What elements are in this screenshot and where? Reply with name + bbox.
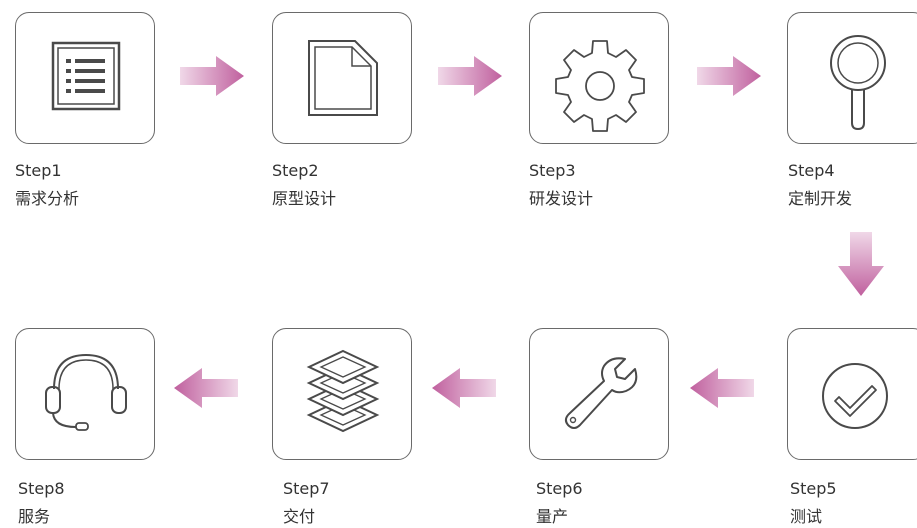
step-7-box bbox=[272, 328, 412, 460]
step-5-name: 测试 bbox=[790, 507, 823, 526]
step-6-box bbox=[529, 328, 669, 460]
step-1-box bbox=[15, 12, 155, 144]
headset-icon bbox=[45, 353, 127, 431]
step-1-name: 需求分析 bbox=[15, 189, 80, 208]
arrow-down-icon bbox=[838, 232, 884, 296]
step-4-label: Step4 定制开发 bbox=[788, 160, 852, 210]
step-2-name: 原型设计 bbox=[272, 189, 337, 208]
step-4-title: Step4 bbox=[788, 161, 835, 180]
step-6-label: Step6 量产 bbox=[536, 478, 583, 528]
layers-icon bbox=[306, 349, 380, 433]
step-3-title: Step3 bbox=[529, 161, 576, 180]
step-6-name: 量产 bbox=[536, 507, 569, 526]
step-7-label: Step7 交付 bbox=[283, 478, 330, 528]
wrench-icon bbox=[564, 357, 638, 429]
step-4-box bbox=[787, 12, 917, 144]
step-1-title: Step1 bbox=[15, 161, 62, 180]
check-circle-icon bbox=[822, 363, 888, 429]
step-8-label: Step8 服务 bbox=[18, 478, 65, 528]
step-8-box bbox=[15, 328, 155, 460]
step-2-label: Step2 原型设计 bbox=[272, 160, 336, 210]
gear-icon bbox=[555, 40, 645, 132]
magnifier-icon bbox=[830, 35, 886, 131]
step-4-name: 定制开发 bbox=[788, 189, 853, 208]
step-6-title: Step6 bbox=[536, 479, 583, 498]
step-3-name: 研发设计 bbox=[529, 189, 594, 208]
arrow-right-icon bbox=[438, 56, 502, 96]
step-8-name: 服务 bbox=[18, 507, 51, 526]
step-1-label: Step1 需求分析 bbox=[15, 160, 79, 210]
step-5-title: Step5 bbox=[790, 479, 837, 498]
list-document-icon bbox=[51, 41, 121, 111]
step-2-title: Step2 bbox=[272, 161, 319, 180]
step-5-label: Step5 测试 bbox=[790, 478, 837, 528]
arrow-right-icon bbox=[697, 56, 761, 96]
step-7-name: 交付 bbox=[283, 507, 316, 526]
arrow-left-icon bbox=[432, 368, 496, 408]
arrow-left-icon bbox=[174, 368, 238, 408]
arrow-right-icon bbox=[180, 56, 244, 96]
arrow-left-icon bbox=[690, 368, 754, 408]
step-5-box bbox=[787, 328, 917, 460]
step-8-title: Step8 bbox=[18, 479, 65, 498]
document-icon bbox=[308, 40, 378, 116]
step-7-title: Step7 bbox=[283, 479, 330, 498]
step-2-box bbox=[272, 12, 412, 144]
step-3-box bbox=[529, 12, 669, 144]
step-3-label: Step3 研发设计 bbox=[529, 160, 593, 210]
